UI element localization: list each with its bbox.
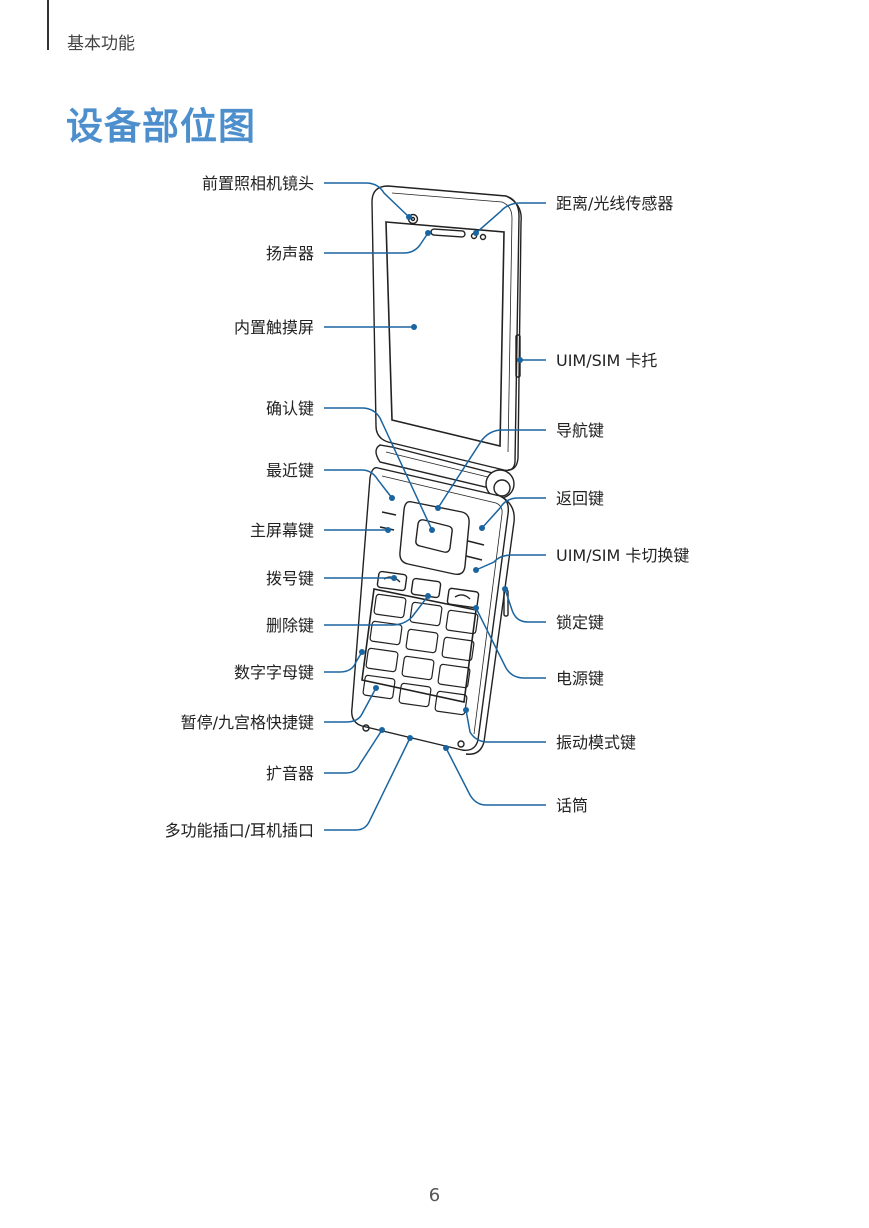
delete-key-shape: [410, 577, 442, 599]
inner-display: [385, 221, 505, 448]
label-dial-key: 拨号键: [266, 569, 314, 588]
header-rule: [47, 0, 49, 50]
label-inner-touchscreen: 内置触摸屏: [234, 318, 314, 337]
label-sim-switch-key: UIM/SIM 卡切换键: [556, 546, 689, 565]
label-speaker: 扬声器: [266, 244, 314, 263]
back-key-mark: [467, 540, 485, 546]
phone-illustration: [351, 185, 522, 755]
page-title: 设备部位图: [66, 105, 256, 148]
label-delete-key: 删除键: [266, 616, 314, 635]
upper-housing: [371, 185, 520, 472]
mic-hole-front: [457, 740, 465, 748]
power-key-shape: [446, 587, 480, 609]
left-labels: 前置照相机镜头 扬声器 内置触摸屏 确认键 最近键 主屏幕键 拨号键 删除键 数…: [165, 174, 314, 840]
label-nav-key: 导航键: [556, 421, 604, 440]
section-title: 基本功能: [67, 34, 135, 54]
lower-housing-side: [465, 495, 515, 755]
label-proximity-light-sensor: 距离/光线传感器: [556, 194, 673, 213]
label-multipurpose-jack: 多功能插口/耳机插口: [165, 821, 314, 840]
label-front-camera: 前置照相机镜头: [202, 174, 314, 193]
keypad-grid: [361, 588, 479, 716]
label-lock-key: 锁定键: [556, 613, 604, 632]
recent-key-mark: [381, 511, 397, 516]
label-recent-key: 最近键: [266, 461, 314, 480]
label-pause-speed-dial-key: 暂停/九宫格快捷键: [181, 713, 314, 732]
navigation-pad: [399, 500, 470, 576]
sim-tray-slot: [515, 334, 521, 378]
callout-dots: [359, 214, 523, 751]
label-ok-key: 确认键: [266, 399, 314, 418]
callout-lines: [324, 182, 546, 831]
right-labels: 距离/光线传感器 UIM/SIM 卡托 导航键 返回键 UIM/SIM 卡切换键…: [556, 194, 689, 815]
dial-key-shape: [376, 570, 408, 592]
label-home-key: 主屏幕键: [250, 521, 314, 540]
label-power-key: 电源键: [556, 669, 604, 688]
label-vibration-key: 振动模式键: [556, 733, 636, 752]
speaker-hole: [362, 724, 370, 732]
earpiece-grille: [430, 228, 466, 238]
label-loudspeaker: 扩音器: [266, 764, 314, 783]
page-number: 6: [428, 1185, 441, 1206]
label-sim-tray: UIM/SIM 卡托: [556, 351, 657, 370]
ok-key: [415, 519, 453, 553]
label-microphone: 话筒: [556, 796, 588, 815]
label-alphanumeric-keys: 数字字母键: [234, 663, 314, 682]
label-back-key: 返回键: [556, 489, 604, 508]
